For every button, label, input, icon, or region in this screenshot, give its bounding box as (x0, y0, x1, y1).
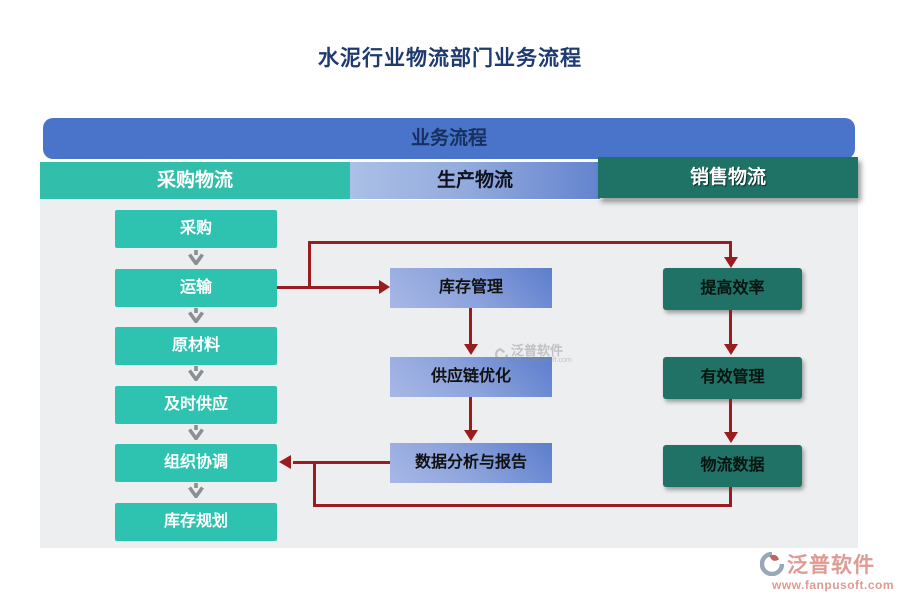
arrowhead-into-data-analysis (464, 430, 478, 441)
connector-bottom-loop-up (313, 463, 316, 507)
connector-top-horizontal (308, 241, 732, 244)
node-timely-supply: 及时供应 (115, 386, 277, 424)
down-chevron-icon (188, 308, 204, 323)
connector-dataanalysis-to-coordination (293, 461, 390, 464)
connector-efficiency-to-management (729, 310, 732, 346)
node-data-analysis-reports: 数据分析与报告 (390, 443, 552, 483)
node-raw-materials: 原材料 (115, 327, 277, 365)
connector-branch-up (308, 241, 311, 289)
connector-down-to-efficiency (729, 241, 732, 259)
node-effective-management: 有效管理 (663, 357, 802, 399)
node-logistics-data: 物流数据 (663, 445, 802, 487)
banner-business-process: 业务流程 (43, 118, 855, 159)
node-inventory-planning: 库存规划 (115, 503, 277, 541)
page-title: 水泥行业物流部门业务流程 (318, 47, 582, 70)
down-chevron-icon (188, 250, 204, 265)
connector-inventory-to-supplychain (469, 308, 472, 346)
arrowhead-into-inventory-management (379, 280, 390, 294)
connector-management-to-logisticsdata (729, 399, 732, 433)
down-chevron-icon (188, 366, 204, 381)
node-org-coordination: 组织协调 (115, 444, 277, 482)
column-header-production-logistics: 生产物流 (350, 162, 600, 199)
node-supply-chain-optimization: 供应链优化 (390, 357, 552, 397)
watermark-brand: 泛普软件 (787, 554, 875, 577)
watermark-faint: 泛普软件 www.fanpusoft.com (495, 344, 572, 365)
fanpu-logo-icon (760, 552, 784, 576)
down-chevron-icon (188, 425, 204, 440)
fanpu-logo-icon (495, 348, 508, 361)
watermark-url: www.fanpusoft.com (772, 578, 895, 592)
arrowhead-into-supply-chain-optimization (464, 344, 478, 355)
watermark-main: 泛普软件 www.fanpusoft.com (760, 549, 900, 592)
arrowhead-into-org-coordination (279, 455, 291, 469)
node-improve-efficiency: 提高效率 (663, 268, 802, 310)
column-header-sales-logistics: 销售物流 (598, 157, 858, 198)
column-header-procurement-logistics: 采购物流 (40, 162, 350, 199)
node-purchase: 采购 (115, 210, 277, 248)
watermark-brand: 泛普软件 (511, 343, 564, 358)
connector-supplychain-to-dataanalysis (469, 397, 472, 431)
watermark-url: www.fanpusoft.com (511, 357, 572, 364)
down-chevron-icon (188, 483, 204, 498)
connector-logisticsdata-down (729, 487, 732, 507)
arrowhead-into-improve-efficiency (724, 257, 738, 268)
connector-bottom-loop-horizontal (313, 504, 732, 507)
arrowhead-into-logistics-data (724, 432, 738, 443)
connector-transport-to-inventory (277, 286, 381, 289)
arrowhead-into-effective-management (724, 344, 738, 355)
node-transport: 运输 (115, 269, 277, 307)
node-inventory-management: 库存管理 (390, 268, 552, 308)
